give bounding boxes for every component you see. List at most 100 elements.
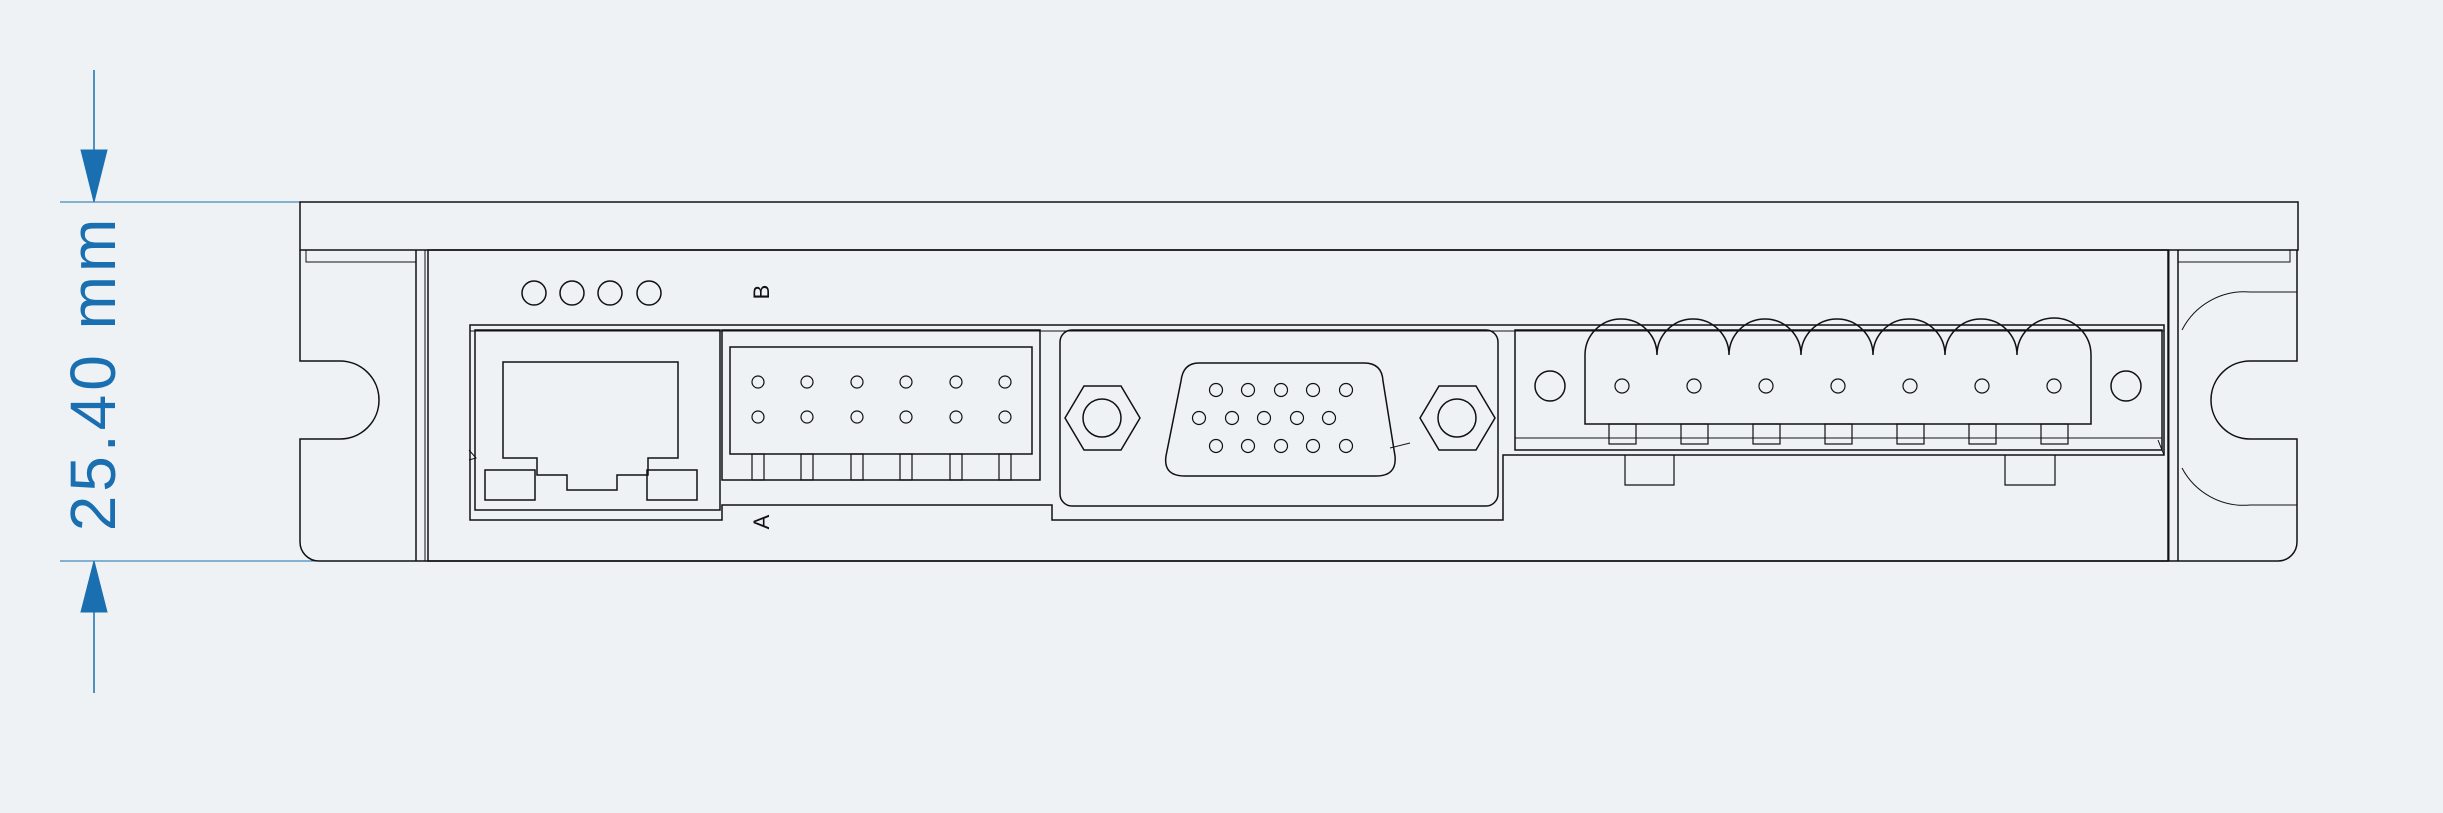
terminal-screw-icon [2046,378,2062,394]
rj45-port [468,329,721,511]
terminal-tab [1968,423,1997,445]
front-panel [427,249,2169,562]
header-pins-top [751,375,1012,389]
strip-outline [469,324,2165,521]
led-2-icon [559,280,585,306]
terminal-right-tick [2157,439,2165,456]
dsub-connector [1059,329,1499,507]
terminal-tab [1824,423,1853,445]
terminal-housing [1514,329,2163,451]
header-pin [949,410,963,424]
screw-hole-right-icon [1437,398,1477,438]
header-tab [998,453,1012,481]
terminal-screw-icon [1614,378,1630,394]
dsub-pin [1240,382,1256,398]
dsub-pin [1305,382,1321,398]
hex-standoff-left-icon [1064,385,1141,451]
header-tab [949,453,963,481]
header-pin [899,410,913,424]
header-pin [998,410,1012,424]
dsub-pin [1338,382,1354,398]
header-connector [721,329,1041,481]
right-flange-step [2178,250,2291,263]
terminal-tab [1752,423,1781,445]
header-shroud [729,346,1033,455]
dsub-pin [1256,410,1272,426]
terminal-tab [1680,423,1709,445]
dimension-annotation [60,70,320,693]
right-flange-curve-top [2181,291,2297,331]
dsub-shell [1059,329,1499,507]
led-4-icon [636,280,662,306]
header-pin [751,375,765,389]
header-pin [800,410,814,424]
terminal-tabs [1608,423,2069,445]
dsub-trapezoid [1164,362,1396,477]
led-1-icon [521,280,547,306]
terminal-tab [1608,423,1637,445]
rj45-led-right [646,469,698,501]
hex-standoff-right-icon [1419,385,1496,451]
dimension-label: 25.40 mm [57,214,129,532]
top-rail [299,201,2299,251]
arrow-down-icon [80,149,108,203]
arrow-up-icon [80,560,108,613]
terminal-foot-right [2004,455,2056,486]
header-pin [899,375,913,389]
dsub-pin [1273,438,1289,454]
header-pin [751,410,765,424]
mount-hole-left-icon [1534,370,1566,402]
terminal-screw-icon [1686,378,1702,394]
mount-hole-right-icon [2110,370,2142,402]
dsub-pins [1191,382,1354,454]
dsub-pin [1191,410,1207,426]
connector-label-a: A [749,514,774,530]
terminal-screw-icon [1758,378,1774,394]
header-pin [850,375,864,389]
header-tab [899,453,913,481]
header-body [721,329,1041,481]
rj45-led-left [484,469,536,501]
header-tabs [751,453,1012,481]
housing-outline [299,250,2298,562]
rj45-housing [474,329,721,511]
right-flange-curve-bottom [2181,467,2297,506]
connector-label-b: B [749,284,774,300]
terminal-screws [1614,378,2062,394]
dsub-pin [1321,410,1337,426]
header-pin [850,410,864,424]
terminal-screw-icon [1974,378,1990,394]
left-flange-step [305,250,416,263]
header-tab [800,453,814,481]
terminal-foot-left [1624,455,1675,486]
terminal-tab [1896,423,1925,445]
header-pins-bottom [751,410,1012,424]
header-pin [998,375,1012,389]
dsub-pin [1305,438,1321,454]
rj45-latch-mark [468,449,477,461]
dsub-pin [1289,410,1305,426]
header-tab [850,453,864,481]
housing [299,201,2299,562]
dsub-pin [1208,438,1224,454]
terminal-body [1584,317,2092,425]
dsub-key-mark [1389,442,1411,449]
dsub-pin [1273,382,1289,398]
header-pin [949,375,963,389]
terminal-tab [2040,423,2069,445]
terminal-screw-icon [1830,378,1846,394]
terminal-screw-icon [1902,378,1918,394]
screw-hole-left-icon [1082,398,1122,438]
dsub-pin [1208,382,1224,398]
dsub-pin [1224,410,1240,426]
led-3-icon [597,280,623,306]
header-tab [751,453,765,481]
connector-strip [469,324,2165,521]
status-leds [521,280,662,306]
header-pin [800,375,814,389]
dsub-pin [1338,438,1354,454]
terminal-block [1514,317,2165,486]
dsub-pin [1240,438,1256,454]
